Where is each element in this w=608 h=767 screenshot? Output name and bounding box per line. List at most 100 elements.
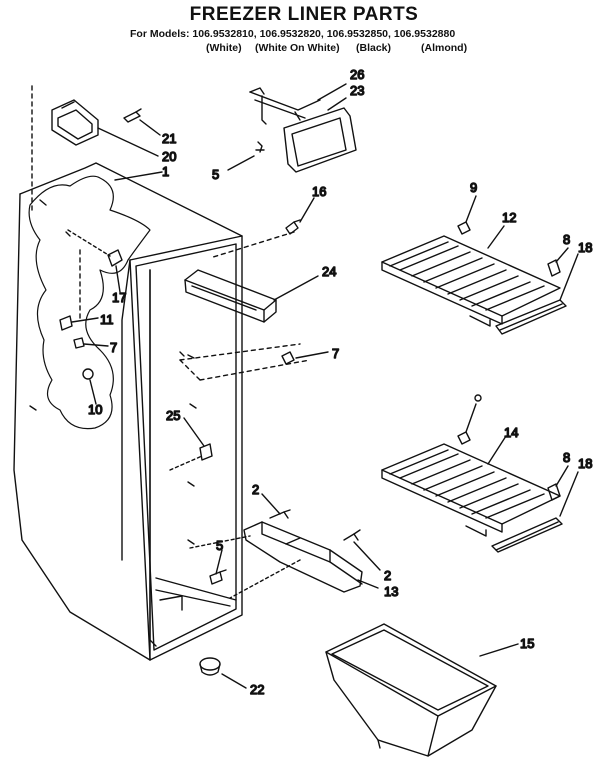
color-almond: (Almond) <box>421 42 468 54</box>
leader-17 <box>115 265 121 293</box>
leader-12 <box>487 225 505 249</box>
callout-23: 23 <box>350 83 364 98</box>
leader-15 <box>479 643 519 657</box>
screw-part-16 <box>285 219 301 235</box>
leader-14 <box>487 435 507 465</box>
callout-15: 15 <box>520 636 534 651</box>
plug-part-22 <box>199 657 221 676</box>
dash-7 <box>179 343 301 361</box>
callout-1: 1 <box>162 164 169 179</box>
leader-11 <box>71 317 99 323</box>
clip-part-25 <box>199 443 213 461</box>
callout-5-top: 5 <box>212 167 219 182</box>
shelf-trim-part-18-upper <box>495 299 567 335</box>
callout-20: 20 <box>162 149 176 164</box>
leader-2-right <box>353 541 381 571</box>
callout-26: 26 <box>350 67 364 82</box>
callout-21: 21 <box>162 131 176 146</box>
callout-7-left: 7 <box>110 340 117 355</box>
callout-16: 16 <box>312 184 326 199</box>
leader-7-right <box>295 351 329 359</box>
dash-7c <box>199 359 311 381</box>
rod-bracket-part-26 <box>249 87 321 125</box>
leader-16 <box>299 197 315 223</box>
clip-part-17 <box>107 249 123 267</box>
color-black: (Black) <box>356 42 392 54</box>
callout-2-left: 2 <box>252 482 259 497</box>
callout-9: 9 <box>470 180 477 195</box>
shelf-clip-part-9-lower <box>457 431 471 445</box>
clip-part-11 <box>59 315 73 331</box>
filter-cover-part-23 <box>283 107 357 173</box>
leader-20 <box>97 127 159 157</box>
screw-part-2-left <box>269 509 291 519</box>
leader-5-top <box>227 155 255 171</box>
callout-13: 13 <box>384 584 398 599</box>
callout-17: 17 <box>112 290 126 305</box>
leader-22 <box>221 673 247 689</box>
leader-18-lower <box>559 471 579 517</box>
leader-2-left <box>261 493 281 515</box>
leader-26 <box>317 83 347 101</box>
shelf-clip-part-8-lower <box>547 483 561 501</box>
callout-25: 25 <box>166 408 180 423</box>
bracket-part-13 <box>243 521 363 593</box>
freezer-liner-shell <box>13 85 243 661</box>
leader-8-upper <box>555 247 569 263</box>
shelf-clip-part-9-hole <box>474 394 482 402</box>
shelf-clip-part-9 <box>457 221 471 235</box>
dash-16 <box>209 231 295 259</box>
freezer-bin-part-15 <box>325 623 497 757</box>
color-white: (White) <box>206 42 242 54</box>
clip-part-7-left <box>73 337 85 349</box>
callout-24: 24 <box>322 264 336 279</box>
leader-24 <box>273 275 319 301</box>
screw-part-21 <box>123 108 142 123</box>
leader-8-lower <box>555 465 569 487</box>
screw-part-5-top <box>255 141 265 153</box>
leader-9-lower <box>465 403 477 433</box>
color-white-on-white: (White On White) <box>255 42 340 54</box>
callout-22: 22 <box>250 682 264 697</box>
dash-13 <box>189 535 251 549</box>
callout-2-right: 2 <box>384 568 391 583</box>
dash-17 <box>67 229 111 257</box>
diagram-title: FREEZER LINER PARTS <box>189 4 419 25</box>
wire-shelf-part-14 <box>381 443 561 537</box>
leader-23 <box>327 97 347 111</box>
callout-11: 11 <box>100 312 114 327</box>
dash-25 <box>169 455 203 471</box>
callout-10: 10 <box>88 402 102 417</box>
callout-5-lower: 5 <box>216 538 223 553</box>
callout-18-upper: 18 <box>578 240 592 255</box>
callout-18-lower: 18 <box>578 456 592 471</box>
screw-part-2-right <box>343 529 361 541</box>
dash-7b <box>179 359 201 381</box>
leader-1 <box>114 171 163 181</box>
callout-14: 14 <box>504 425 518 440</box>
button-part-10 <box>82 368 94 380</box>
shelf-trim-part-18-lower <box>491 517 563 553</box>
clip-part-7-right <box>281 351 295 365</box>
leader-21 <box>139 119 161 136</box>
dash-5 <box>229 559 301 599</box>
callout-12: 12 <box>502 210 516 225</box>
screw-part-5-lower <box>209 569 227 585</box>
leader-7-left <box>83 343 109 347</box>
callout-8-lower: 8 <box>563 450 570 465</box>
channel-part-24 <box>184 269 277 323</box>
callout-8-upper: 8 <box>563 232 570 247</box>
hinge-bracket-part-20 <box>51 99 99 146</box>
models-line: For Models: 106.9532810, 106.9532820, 10… <box>130 28 456 40</box>
shelf-clip-part-8-upper <box>547 259 561 277</box>
leader-18-upper <box>559 253 579 301</box>
wire-shelf-part-12 <box>381 235 561 327</box>
leader-13 <box>357 579 379 589</box>
leader-10 <box>89 379 97 405</box>
leader-9 <box>465 195 477 223</box>
leader-25 <box>183 417 205 447</box>
callout-7-right: 7 <box>332 346 339 361</box>
leader-5-lower <box>215 549 223 575</box>
